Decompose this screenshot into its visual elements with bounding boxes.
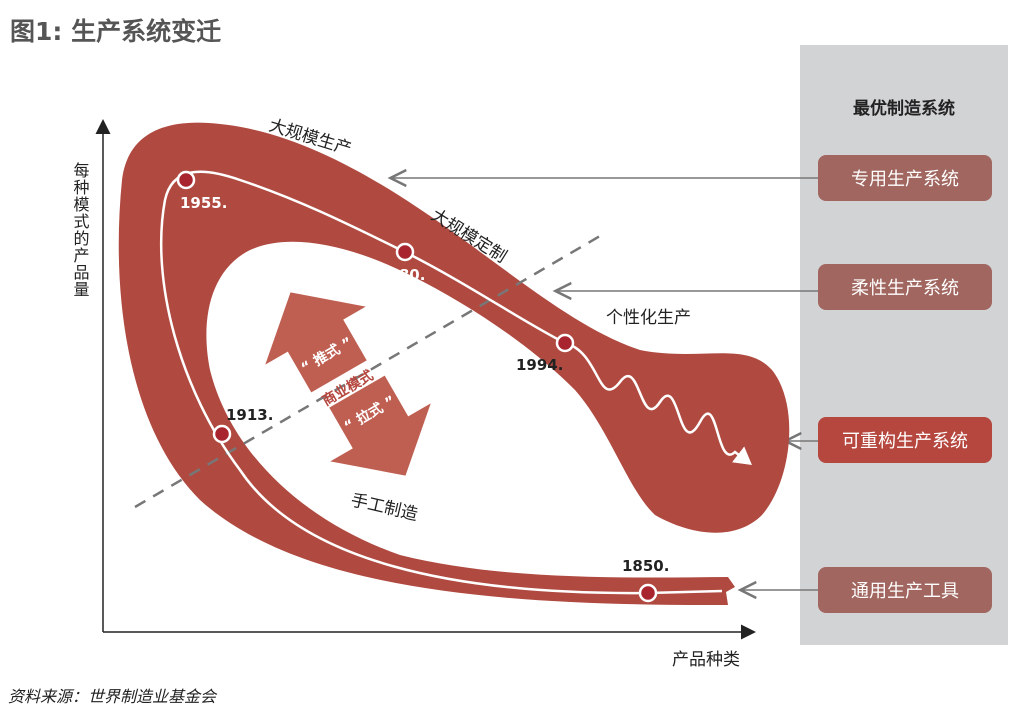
year-label: 1955. [180, 194, 227, 212]
marker-1913 [212, 424, 232, 444]
year-label: 1913. [226, 406, 273, 424]
panel-item-label: 通用生产工具 [851, 581, 959, 602]
panel-title: 最优制造系统 [853, 98, 955, 119]
pull-arrow: “ 拉式 ” [329, 375, 431, 476]
year-label: 1850. [622, 557, 669, 575]
panel-item-dedicated: 专用生产系统 [818, 155, 992, 201]
marker-1850 [638, 583, 658, 603]
panel-item-label: 柔性生产系统 [851, 278, 959, 299]
panel-item-flexible: 柔性生产系统 [818, 264, 992, 310]
year-label: 1994. [516, 356, 563, 374]
year-label: 1980. [378, 266, 425, 284]
marker-1980 [395, 242, 415, 262]
panel-item-reconfigurable: 可重构生产系统 [818, 417, 992, 463]
source-note: 资料来源：世界制造业基金会 [8, 687, 218, 706]
optimal-systems-panel [800, 45, 1008, 645]
stage-personalized: 个性化生产 [606, 308, 691, 328]
panel-item-label: 可重构生产系统 [842, 431, 968, 452]
pointer-arrows [392, 178, 818, 590]
dashed-divider [134, 234, 601, 509]
x-axis-label: 产品种类 [672, 650, 740, 670]
figure-title: 图1: 生产系统变迁 [10, 17, 221, 46]
push-arrow: “ 推式 ” [265, 292, 367, 393]
y-axis-label: 每种模式的产品量 [71, 162, 90, 298]
marker-1994 [555, 333, 575, 353]
stage-craft: 手工制造 [349, 490, 420, 525]
panel-item-general-tools: 通用生产工具 [818, 567, 992, 613]
marker-1955 [176, 170, 196, 190]
panel-item-label: 专用生产系统 [851, 169, 959, 190]
year-markers [176, 170, 658, 603]
